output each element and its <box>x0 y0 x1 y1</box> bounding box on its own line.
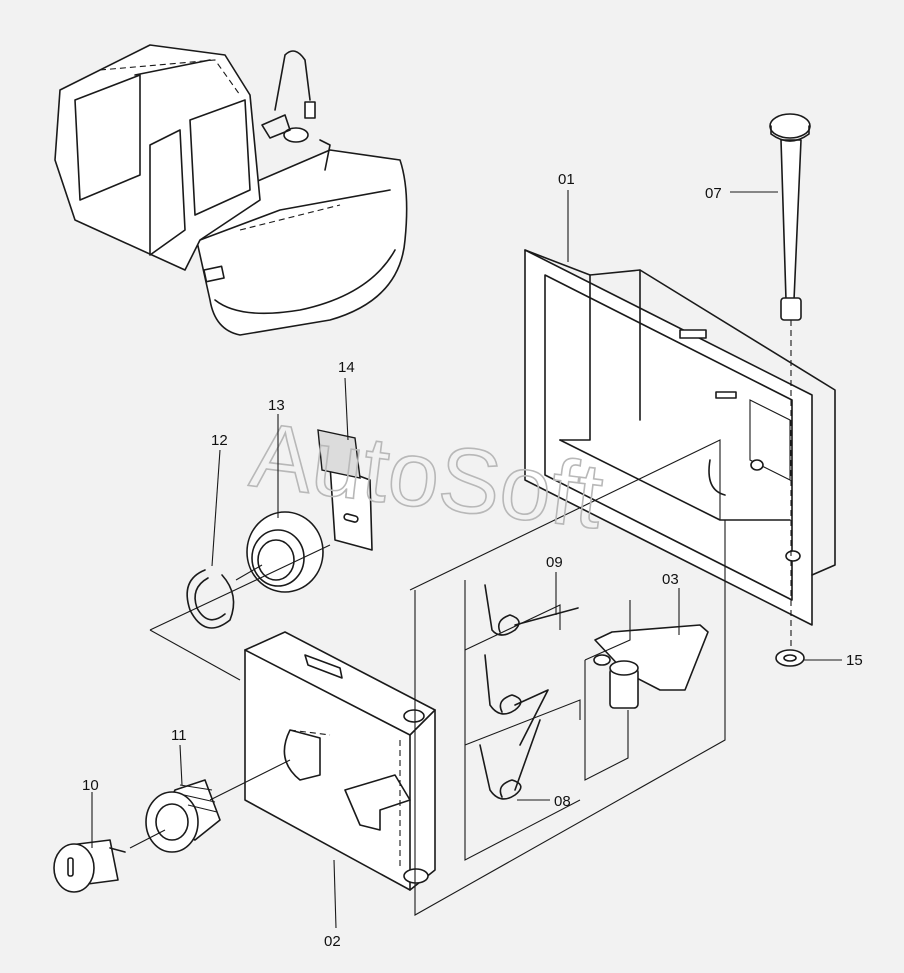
part-01-frame <box>524 249 836 626</box>
callout-02: 02 <box>324 933 341 950</box>
callout-03: 03 <box>662 571 679 588</box>
callout-11: 11 <box>171 727 187 744</box>
callout-09: 09 <box>546 554 563 571</box>
part-02-housing <box>244 631 436 891</box>
part-08-spring <box>479 719 541 800</box>
assembly-lines <box>129 439 726 916</box>
callout-14: 14 <box>338 359 355 376</box>
part-15-clip <box>775 649 805 667</box>
callout-08: 08 <box>554 793 571 810</box>
part-13-nut <box>246 511 324 593</box>
part-07-pin <box>769 113 811 650</box>
callout-12: 12 <box>211 432 228 449</box>
callout-01: 01 <box>558 171 575 188</box>
part-09-spring <box>484 584 579 746</box>
callout-labels: 01 02 03 07 08 09 10 11 12 13 14 15 <box>82 171 863 950</box>
excavator-overview <box>54 44 408 336</box>
callout-13: 13 <box>268 397 285 414</box>
leader-lines <box>91 190 842 929</box>
part-14-plate <box>317 429 373 551</box>
part-10-key <box>53 839 126 893</box>
callout-10: 10 <box>82 777 99 794</box>
part-03-latch <box>593 624 709 709</box>
part-12-ring <box>186 569 235 629</box>
callout-07: 07 <box>705 185 722 202</box>
callout-15: 15 <box>846 652 863 669</box>
part-11-cylinder <box>145 779 221 853</box>
